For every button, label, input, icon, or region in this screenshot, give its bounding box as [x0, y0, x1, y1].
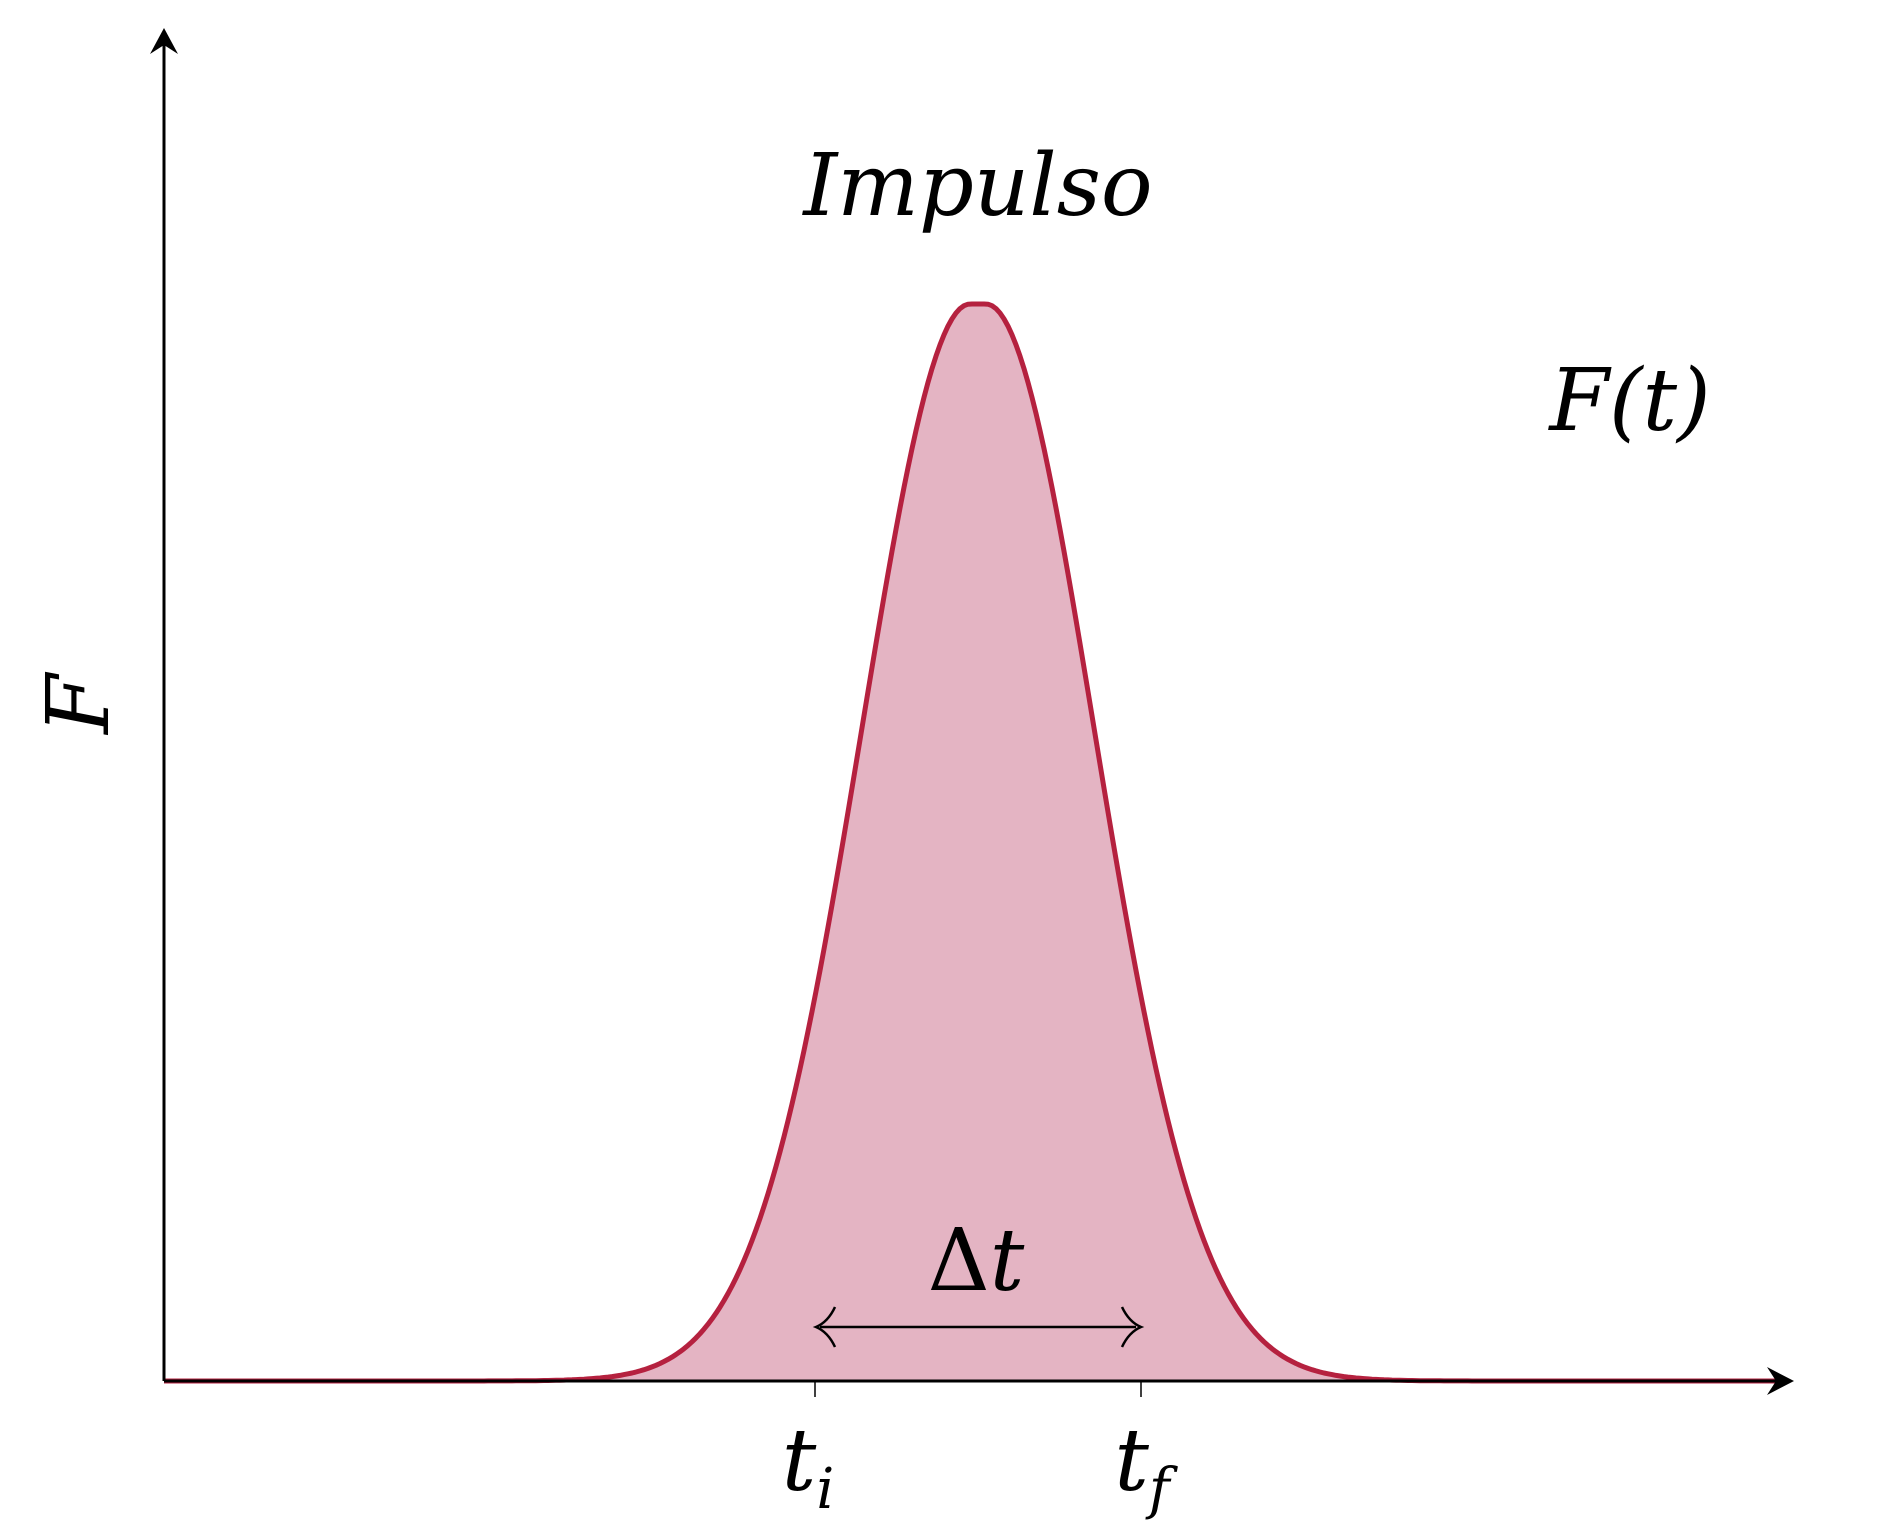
y-axis-arrowhead: [150, 28, 178, 54]
curve-label: F(t): [1547, 351, 1710, 451]
start-time-label: ti: [782, 1411, 834, 1522]
y-axis-label: F: [29, 671, 129, 736]
x-axis-arrowhead: [1767, 1367, 1794, 1395]
end-time-label: tf: [1114, 1411, 1179, 1522]
interval-label: Δt: [928, 1211, 1025, 1311]
interval-arrow-left-head: [812, 1306, 837, 1348]
interval-arrow-right-head: [1120, 1306, 1145, 1348]
diagram-title: Impulso: [801, 136, 1152, 236]
impulse-area: [164, 304, 1790, 1381]
